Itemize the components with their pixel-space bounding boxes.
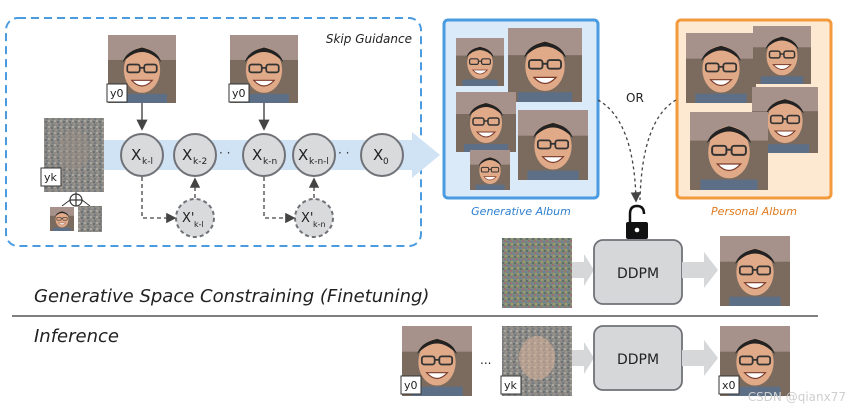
personal-album-photo-1 bbox=[686, 33, 756, 103]
node-x-k-2: X k-2 bbox=[173, 133, 217, 177]
dots-b: · · bbox=[338, 146, 349, 160]
svg-text:0: 0 bbox=[383, 157, 389, 167]
svg-text:k-l: k-l bbox=[142, 157, 153, 167]
inference-section-label: Inference bbox=[34, 326, 119, 347]
gen-album-photo-2 bbox=[508, 28, 582, 102]
svg-text:k-l: k-l bbox=[194, 220, 204, 229]
label-yk: yk bbox=[44, 171, 58, 184]
small-face-image bbox=[50, 207, 74, 231]
node-x-prime-k-n: X' k-n bbox=[294, 198, 334, 238]
skip-guidance-title: Skip Guidance bbox=[326, 32, 412, 46]
small-noise-image bbox=[78, 206, 102, 232]
ddpm-inference-label: DDPM bbox=[617, 352, 659, 368]
gen-album-photo-3 bbox=[456, 92, 516, 152]
skip-guidance-box bbox=[5, 17, 422, 247]
svg-text:X: X bbox=[131, 146, 141, 164]
node-x-k-l: X k-l bbox=[120, 133, 164, 177]
label-yk-inf: yk bbox=[504, 379, 518, 392]
or-label: OR bbox=[626, 91, 644, 105]
svg-text:X': X' bbox=[182, 211, 194, 226]
node-x-k-n-l: X k-n-l bbox=[292, 133, 336, 177]
label-y0-a: y0 bbox=[110, 87, 124, 100]
generative-album-caption: Generative Album bbox=[471, 205, 571, 218]
watermark: CSDN @qianx77 bbox=[748, 390, 846, 404]
train-noise-image bbox=[502, 238, 572, 308]
svg-text:k-n: k-n bbox=[313, 220, 326, 229]
svg-text:k-2: k-2 bbox=[193, 157, 207, 167]
personal-album-photo-4 bbox=[690, 112, 768, 190]
svg-text:X: X bbox=[252, 146, 262, 164]
svg-text:X: X bbox=[373, 146, 383, 164]
dots-a: · · bbox=[219, 146, 230, 160]
svg-text:X: X bbox=[182, 146, 192, 164]
label-x0-inf: x0 bbox=[722, 379, 736, 392]
node-x-0: X 0 bbox=[360, 133, 404, 177]
finetune-section-label: Generative Space Constraining (Finetunin… bbox=[34, 286, 429, 307]
personal-album-photo-2 bbox=[753, 26, 811, 84]
svg-text:X': X' bbox=[301, 211, 313, 226]
svg-text:X: X bbox=[298, 146, 308, 164]
node-x-k-n: X k-n bbox=[242, 133, 286, 177]
ddpm-train-label: DDPM bbox=[617, 266, 659, 282]
inference-ellipsis: ... bbox=[480, 353, 491, 367]
gen-album-photo-5 bbox=[470, 150, 510, 190]
unlock-icon bbox=[626, 204, 648, 239]
label-y0-inf: y0 bbox=[404, 379, 418, 392]
gen-album-photo-4 bbox=[518, 110, 588, 180]
personal-album-caption: Personal Album bbox=[711, 205, 797, 218]
svg-text:k-n-l: k-n-l bbox=[309, 157, 329, 167]
gen-album-photo-1 bbox=[456, 38, 504, 86]
svg-text:k-n: k-n bbox=[263, 157, 277, 167]
node-x-prime-k-l: X' k-l bbox=[175, 198, 215, 238]
label-y0-b: y0 bbox=[232, 87, 246, 100]
train-output-face bbox=[720, 236, 790, 306]
